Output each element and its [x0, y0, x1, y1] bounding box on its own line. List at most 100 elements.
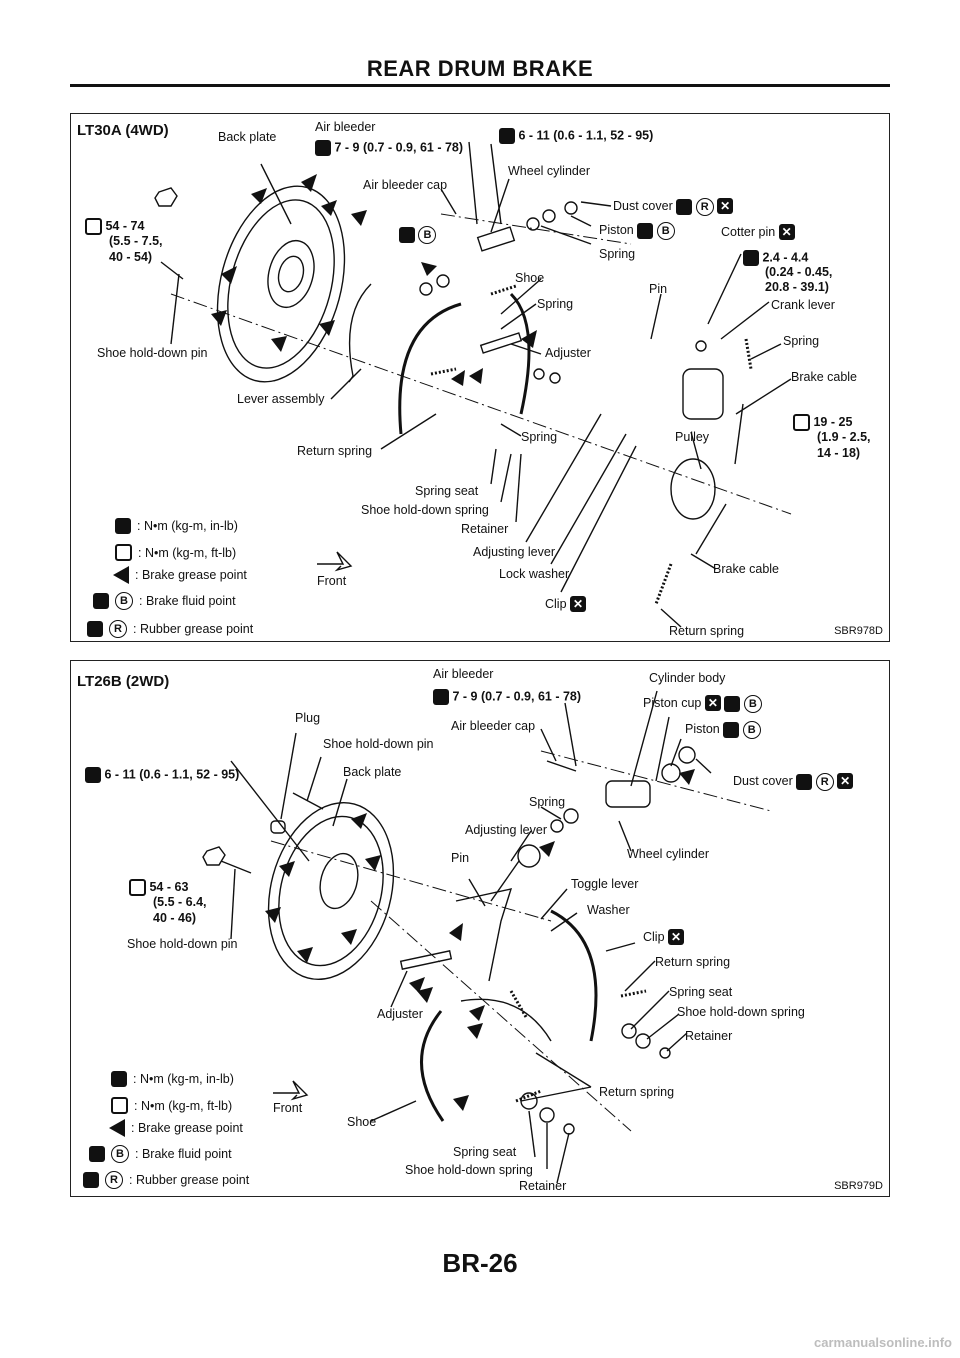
torque-in-lb-icon: [115, 518, 131, 534]
torque-in-lb-icon: [111, 1071, 127, 1087]
torque-value: 6 - 11 (0.6 - 1.1, 52 - 95): [104, 767, 240, 782]
torque-in-lb-icon: [499, 128, 515, 144]
brake-fluid-icon: [724, 695, 741, 712]
label-adjusting-lever: Adjusting lever: [465, 823, 547, 837]
legend-text: : Brake grease point: [135, 568, 247, 582]
torque-ft-lb-icon: [793, 414, 810, 431]
label-adjusting-lever: Adjusting lever: [473, 545, 555, 559]
label-pulley: Pulley: [675, 430, 710, 444]
legend-text: : Brake fluid point: [135, 1147, 232, 1161]
label-spring-seat-1: Spring seat: [669, 985, 733, 999]
label-torque-19-25: 19 - 25: [793, 414, 852, 431]
label-shoe-hold-down-pin: Shoe hold-down pin: [127, 937, 238, 951]
piston-text: Piston: [599, 223, 634, 237]
label-return-spring-2: Return spring: [599, 1085, 675, 1099]
b-circle-icon: B: [418, 226, 437, 244]
label-cylinder-body: Cylinder body: [649, 671, 726, 685]
label-spring-seat-2: Spring seat: [453, 1145, 517, 1159]
exploded-view-lt26b: [202, 690, 772, 1184]
label-shoe-hold-down-spring: Shoe hold-down spring: [361, 503, 489, 517]
label-return-spring-2: Return spring: [669, 624, 745, 638]
replace-icon: ✕: [570, 596, 587, 612]
label-dust-cover: Dust cover R ✕: [613, 198, 734, 216]
rubber-grease-icon: [83, 1172, 99, 1188]
label-air-bleeder-cap: Air bleeder cap: [363, 178, 448, 192]
replace-icon: ✕: [668, 929, 685, 945]
label-torque-54-63: 54 - 63: [129, 879, 188, 896]
brake-fluid-icon: [399, 226, 415, 243]
label-retainer: Retainer: [461, 522, 509, 536]
label-piston: Piston B: [685, 721, 761, 739]
panel-title: LT26B (2WD): [77, 673, 170, 690]
label-lever-assembly: Lever assembly: [237, 392, 325, 406]
label-retainer-1: Retainer: [685, 1029, 733, 1043]
label-clip: Clip ✕: [545, 596, 587, 612]
label-shoe-hold-down-spring-2: Shoe hold-down spring: [405, 1163, 533, 1177]
exploded-view-lt30a: [154, 141, 792, 628]
torque-ft-lb-icon: [85, 218, 102, 235]
r-circle-icon: R: [109, 620, 127, 638]
legend-fluid-point: B : Brake fluid point: [89, 1145, 232, 1163]
label-adjuster: Adjuster: [377, 1007, 423, 1021]
page-header: REAR DRUM BRAKE: [366, 56, 594, 81]
label-shoe: Shoe: [515, 271, 545, 285]
legend-torque-ft-lb: : N•m (kg-m, ft-lb): [115, 544, 236, 561]
replace-icon: ✕: [778, 224, 795, 240]
label-air-bleeder-torque: 7 - 9 (0.7 - 0.9, 61 - 78): [433, 689, 581, 705]
torque-value: 19 - 25: [813, 414, 853, 429]
dust-cover-text: Dust cover: [613, 199, 673, 213]
replace-icon: ✕: [704, 695, 721, 711]
label-shoe: Shoe: [347, 1115, 377, 1129]
legend-rubber-grease: R : Rubber grease point: [83, 1171, 249, 1189]
legend-grease-point: : Brake grease point: [109, 1119, 243, 1137]
label-piston: Piston B: [599, 222, 675, 240]
label-air-bleeder-torque: 7 - 9 (0.7 - 0.9, 61 - 78): [315, 140, 463, 156]
label-shoe-hold-down-pin-top: Shoe hold-down pin: [323, 737, 434, 751]
b-circle-icon: B: [743, 695, 762, 713]
label-crank-lever: Crank lever: [771, 298, 835, 312]
label-pin: Pin: [451, 851, 470, 865]
label-plug: Plug: [295, 711, 321, 725]
torque-value: 54 - 74: [105, 218, 145, 233]
figure-ref: SBR978D: [834, 625, 883, 637]
torque-value: 7 - 9 (0.7 - 0.9, 61 - 78): [334, 140, 464, 155]
figure-ref: SBR979D: [834, 1180, 883, 1192]
label-wc-torque: 6 - 11 (0.6 - 1.1, 52 - 95): [85, 767, 239, 783]
brake-fluid-icon: [93, 593, 109, 609]
label-adjuster: Adjuster: [545, 346, 591, 360]
legend-torque-in-lb: : N•m (kg-m, in-lb): [115, 518, 238, 534]
label-back-plate: Back plate: [218, 130, 277, 144]
rubber-grease-icon: [87, 621, 103, 637]
label-shoe-hold-down-spring-1: Shoe hold-down spring: [677, 1005, 805, 1019]
torque-in-lb-icon: [433, 689, 449, 705]
header-rule: [70, 84, 890, 87]
clip-text: Clip: [643, 930, 665, 944]
rubber-grease-icon: [676, 198, 693, 215]
diagram-panel-lt26b: LT26B (2WD) Air bleeder 7 - 9 (0.7 - 0.9…: [70, 660, 890, 1197]
label-air-bleeder-cap: Air bleeder cap: [451, 719, 536, 733]
label-spring: Spring: [529, 795, 566, 809]
replace-icon: ✕: [717, 198, 734, 214]
replace-icon: ✕: [837, 773, 854, 789]
legend-torque-in-lb: : N•m (kg-m, in-lb): [111, 1071, 234, 1087]
piston-text: Piston: [685, 722, 720, 736]
front-arrow-icon: [273, 1080, 309, 1101]
grease-arrow-icon: [113, 566, 129, 584]
label-front: Front: [273, 1101, 303, 1115]
label-torque-19-25b: (1.9 - 2.5,: [817, 430, 871, 444]
torque-in-lb-icon: [743, 250, 759, 266]
legend-rubber-grease: R : Rubber grease point: [87, 620, 253, 638]
b-circle-icon: B: [111, 1145, 129, 1163]
torque-in-lb-icon: [315, 140, 331, 156]
label-torque-54-63b: (5.5 - 6.4,: [153, 895, 207, 909]
torque-value: 54 - 63: [149, 879, 189, 894]
label-return-spring-1: Return spring: [655, 955, 731, 969]
label-torque-19-25c: 14 - 18): [817, 446, 861, 460]
diagram-panel-lt30a: LT30A (4WD) Back plate Air bleeder 7 - 9…: [70, 113, 890, 642]
label-spring-3: Spring: [783, 334, 820, 348]
watermark: carmanualsonline.info: [814, 1335, 952, 1350]
rubber-grease-icon: [796, 773, 813, 790]
label-wheel-cylinder: Wheel cylinder: [627, 847, 709, 861]
label-torque-2-4: 2.4 - 4.4: [743, 250, 808, 266]
front-arrow-icon: [317, 551, 353, 572]
